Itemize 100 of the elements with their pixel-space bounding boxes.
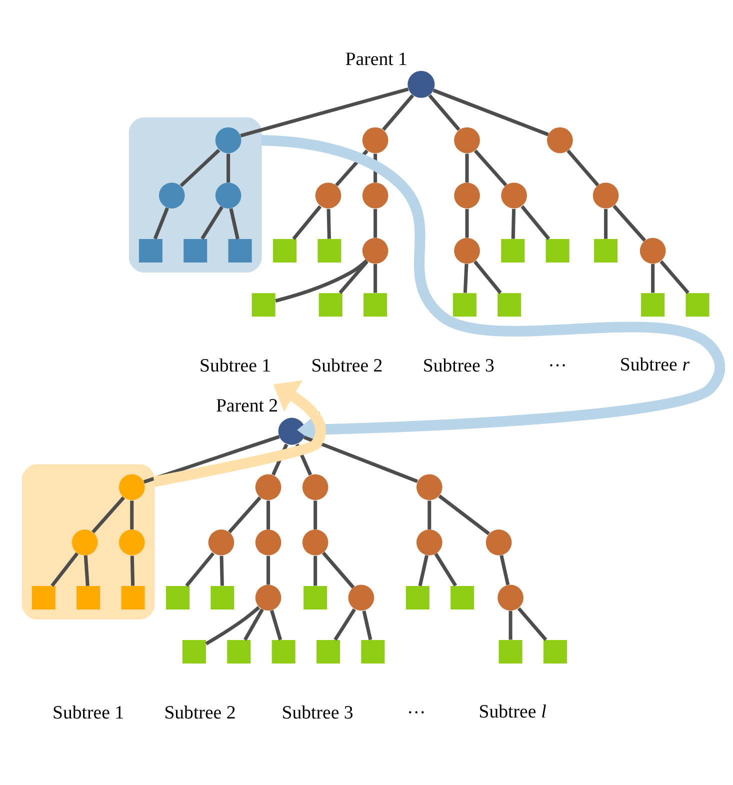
connector: [508, 610, 512, 640]
node-circle: [118, 530, 145, 556]
node-box: [252, 293, 276, 317]
node-box: [318, 293, 342, 317]
connector: [660, 260, 690, 294]
connector: [240, 87, 409, 138]
node-circle: [255, 584, 282, 611]
node-box: [121, 586, 145, 610]
connector: [205, 606, 260, 646]
connector: [185, 552, 215, 587]
label: Subtree l: [478, 701, 546, 722]
connector: [382, 94, 414, 131]
label: ···: [407, 702, 426, 724]
node-circle: [454, 182, 480, 208]
node-circle: [72, 530, 98, 556]
connector: [226, 154, 230, 182]
label: Subtree 3: [282, 702, 354, 724]
node-box: [361, 640, 385, 664]
node-box: [501, 239, 525, 263]
node-circle: [362, 182, 388, 208]
connector: [517, 607, 548, 641]
node-circle: [640, 238, 666, 264]
node-circle: [348, 584, 374, 611]
connector: [180, 148, 220, 188]
connector: [434, 552, 458, 587]
connector: [200, 206, 224, 240]
node-circle: [408, 70, 435, 98]
node-box: [76, 586, 100, 610]
connector: [520, 205, 550, 240]
connector: [243, 608, 264, 641]
node-box: [228, 239, 252, 263]
node-box: [450, 586, 474, 610]
connector: [463, 264, 468, 293]
connector: [465, 154, 469, 182]
connector: [229, 208, 240, 240]
node-box: [498, 640, 522, 664]
node-label: Parent 1: [345, 48, 408, 70]
node-box: [546, 239, 570, 263]
node-text: Subtree 1: [199, 356, 272, 377]
connector: [604, 208, 608, 239]
connector: [612, 204, 646, 242]
connector: [50, 552, 79, 587]
node-circle: [454, 127, 480, 154]
node-box: [304, 586, 328, 610]
node-label: Parent 2: [216, 396, 278, 417]
node-box: [406, 586, 430, 610]
label: Subtree 1: [52, 702, 124, 724]
cluster: [128, 117, 262, 273]
node-box: [184, 239, 208, 263]
node-box: [641, 293, 665, 317]
node-circle: [302, 530, 328, 556]
node-circle: [118, 474, 145, 500]
connector: [473, 260, 502, 294]
connector: [428, 500, 432, 530]
node-box: [227, 640, 251, 664]
connector: [143, 435, 280, 484]
connector: [326, 208, 331, 239]
connector: [500, 554, 510, 586]
node-box: [498, 293, 522, 317]
connector: [362, 610, 372, 640]
node-circle: [498, 584, 524, 611]
node-box: [32, 586, 56, 610]
connector: [374, 208, 378, 238]
node-box: [594, 239, 618, 263]
node-circle: [362, 127, 388, 154]
node-box: [543, 640, 567, 664]
connector: [130, 556, 135, 586]
node-box: [272, 640, 296, 664]
label: Subtree 3: [422, 356, 494, 377]
node-circle: [208, 530, 234, 556]
label: Subtree 2: [164, 702, 236, 724]
connector: [153, 207, 169, 240]
node-circle: [255, 474, 282, 500]
connector: [374, 264, 378, 293]
connector: [84, 555, 90, 586]
node-box: [686, 293, 710, 317]
connector: [220, 556, 224, 586]
connector: [438, 494, 490, 536]
connector: [334, 608, 356, 641]
node-box: [364, 293, 388, 317]
node-circle: [315, 182, 342, 208]
connector: [314, 556, 318, 586]
node-circle: [278, 418, 306, 445]
node-box: [166, 586, 190, 610]
node-circle: [501, 182, 527, 208]
node-circle: [592, 182, 619, 208]
connector: [292, 205, 322, 240]
cluster: [22, 464, 155, 620]
connector: [228, 496, 262, 534]
node-circle: [454, 238, 480, 264]
node-circle: [302, 474, 328, 500]
connector: [474, 149, 508, 186]
connector: [266, 500, 270, 530]
node-circle: [255, 530, 282, 556]
node-box: [452, 293, 476, 317]
connector: [314, 500, 318, 530]
connector: [651, 264, 655, 293]
connector: [322, 552, 355, 589]
arrow: [153, 380, 326, 487]
connector: [432, 88, 549, 136]
